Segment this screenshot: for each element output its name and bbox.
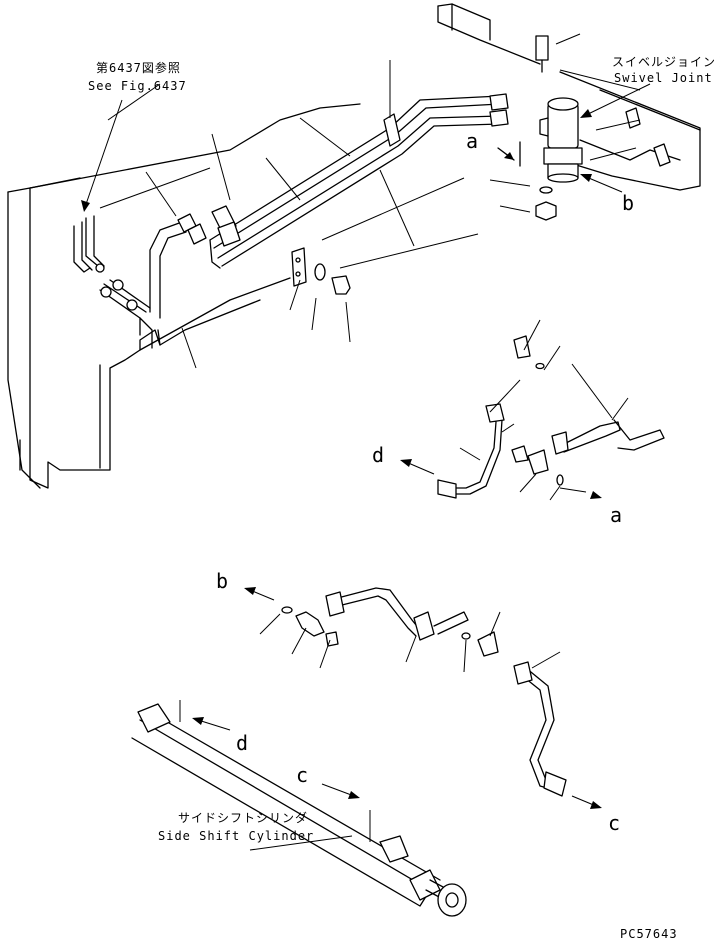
leader-lines-top: [99, 33, 641, 369]
cylinder-jp-label: サイドシフトシリンダ: [178, 810, 308, 825]
cylinder-en-label: Side Shift Cylinder: [158, 829, 314, 843]
letter-b-top: b: [622, 191, 634, 215]
hydraulic-tank: [7, 103, 361, 489]
callout-texts: 第6437図参照 See Fig.6437 スイベルジョイント Swivel J…: [88, 55, 720, 843]
callout-arrows-top: [81, 83, 651, 212]
letter-d-mid: d: [372, 443, 384, 467]
ref-fig-jp-label: 第6437図参照: [96, 60, 181, 75]
letter-d-low: d: [236, 731, 248, 755]
swivel-en-label: Swivel Joint: [614, 71, 713, 85]
drawing-number: PC57643: [620, 927, 678, 941]
letter-c-low: c: [296, 763, 308, 787]
swivel-jp-label: スイベルジョイント: [612, 55, 720, 69]
side-shift-cylinder: [131, 700, 467, 917]
connection-letters: a b d a b d c c: [216, 129, 634, 835]
letter-a-mid: a: [610, 503, 622, 527]
letter-a-top: a: [466, 129, 478, 153]
middle-hose-group: [400, 319, 665, 501]
main-pipe-run: [209, 93, 509, 295]
suction-hose: [149, 213, 207, 319]
letter-b-low: b: [216, 569, 228, 593]
ref-fig-en-label: See Fig.6437: [88, 79, 187, 93]
reference-pipes: [73, 215, 151, 319]
swivel-joint: [535, 35, 583, 221]
lower-hose-group: [244, 587, 602, 809]
letter-c-right: c: [608, 811, 620, 835]
